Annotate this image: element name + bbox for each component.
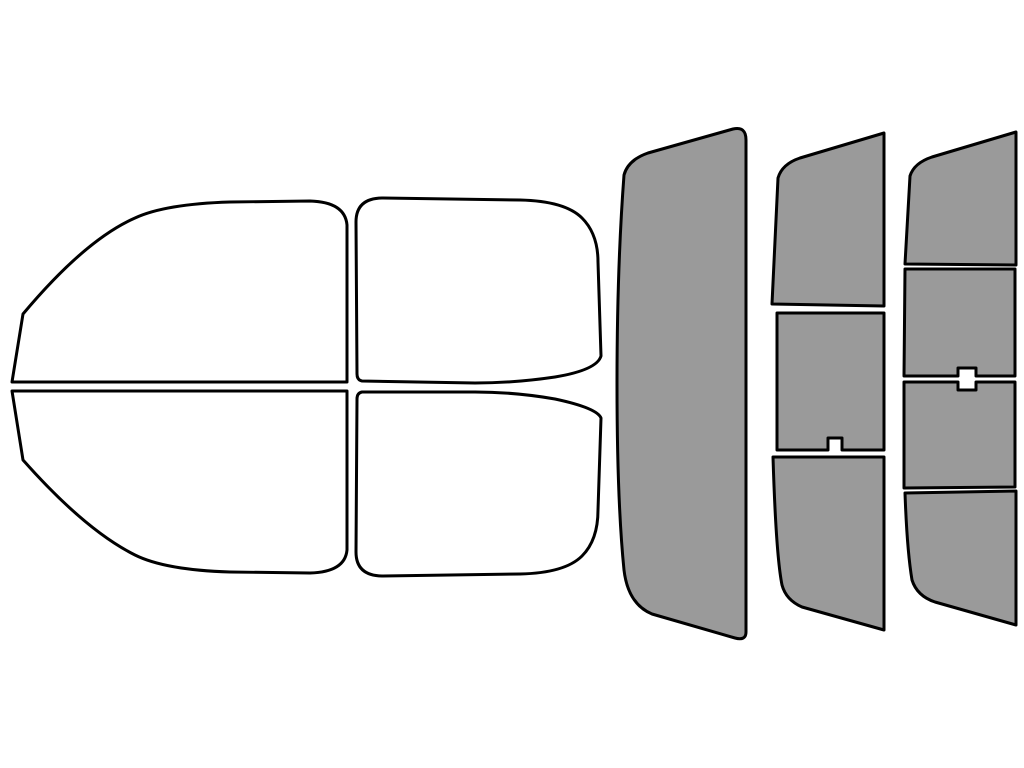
rear-door-left-upper-window xyxy=(354,196,603,385)
front-door-left-lower-window xyxy=(10,389,349,575)
rear-side-b-lower-middle-window xyxy=(902,380,1017,490)
rear-side-b-top-window xyxy=(903,130,1018,267)
rear-windshield-window xyxy=(615,127,748,641)
rear-side-a-bottom-window xyxy=(771,455,886,632)
rear-side-a-top-window xyxy=(770,131,886,308)
rear-door-left-lower-window xyxy=(354,390,603,578)
rear-side-b-bottom-window xyxy=(903,489,1018,627)
front-door-left-upper-window xyxy=(10,199,349,384)
rear-side-a-middle-window xyxy=(775,311,886,452)
rear-side-b-upper-middle-window xyxy=(902,267,1017,378)
